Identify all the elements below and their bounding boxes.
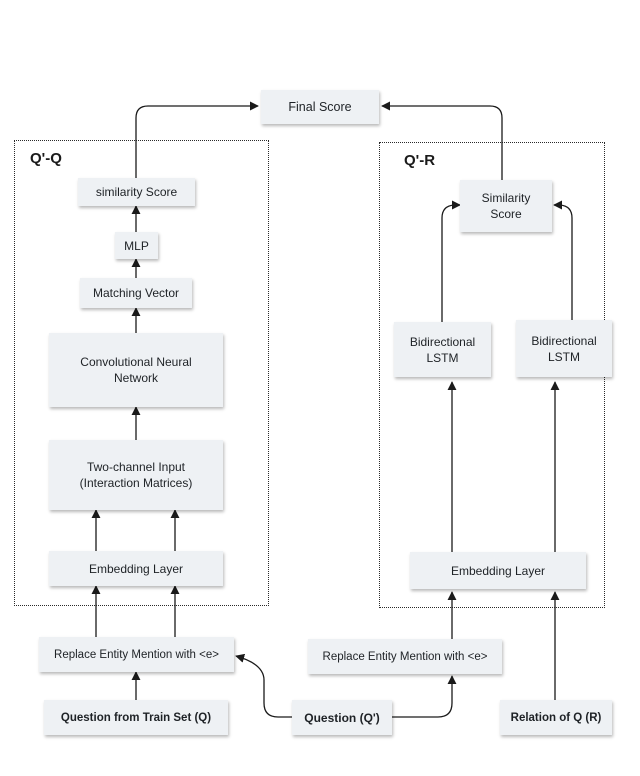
embedding-layer-left-node: Embedding Layer <box>49 551 223 586</box>
qprime-r-label: Q'-R <box>404 152 436 169</box>
arrow-right-to-final <box>381 101 503 180</box>
final-score-node: Final Score <box>261 90 379 124</box>
replace-entity-left-node: Replace Entity Mention with <e> <box>39 637 234 672</box>
matching-vector-node: Matching Vector <box>80 278 192 308</box>
two-channel-input-node: Two-channel Input (Interaction Matrices) <box>49 440 223 510</box>
arrow-left-to-final <box>135 101 259 178</box>
question-prime-node: Question (Q') <box>292 700 392 735</box>
replace-entity-right-node: Replace Entity Mention with <e> <box>308 639 502 674</box>
arrow-bilstm1-to-score <box>441 200 461 322</box>
similarity-score-right-node: Similarity Score <box>460 180 552 232</box>
cnn-node: Convolutional Neural Network <box>49 333 223 407</box>
mlp-node: MLP <box>115 232 158 259</box>
question-train-node: Question from Train Set (Q) <box>44 700 228 735</box>
arrow-qprime-to-replace-left <box>235 653 292 718</box>
arrow-qprime-to-replace-right <box>392 675 457 718</box>
relation-node: Relation of Q (R) <box>500 700 612 735</box>
qprime-q-label: Q'-Q <box>30 150 62 167</box>
bilstm-1-node: Bidirectional LSTM <box>394 322 491 377</box>
qprime-q-group <box>14 140 269 606</box>
similarity-score-left-node: similarity Score <box>78 178 195 206</box>
embedding-layer-right-node: Embedding Layer <box>410 552 586 589</box>
arrow-bilstm2-to-score <box>553 200 573 320</box>
bilstm-2-node: Bidirectional LSTM <box>516 320 612 377</box>
